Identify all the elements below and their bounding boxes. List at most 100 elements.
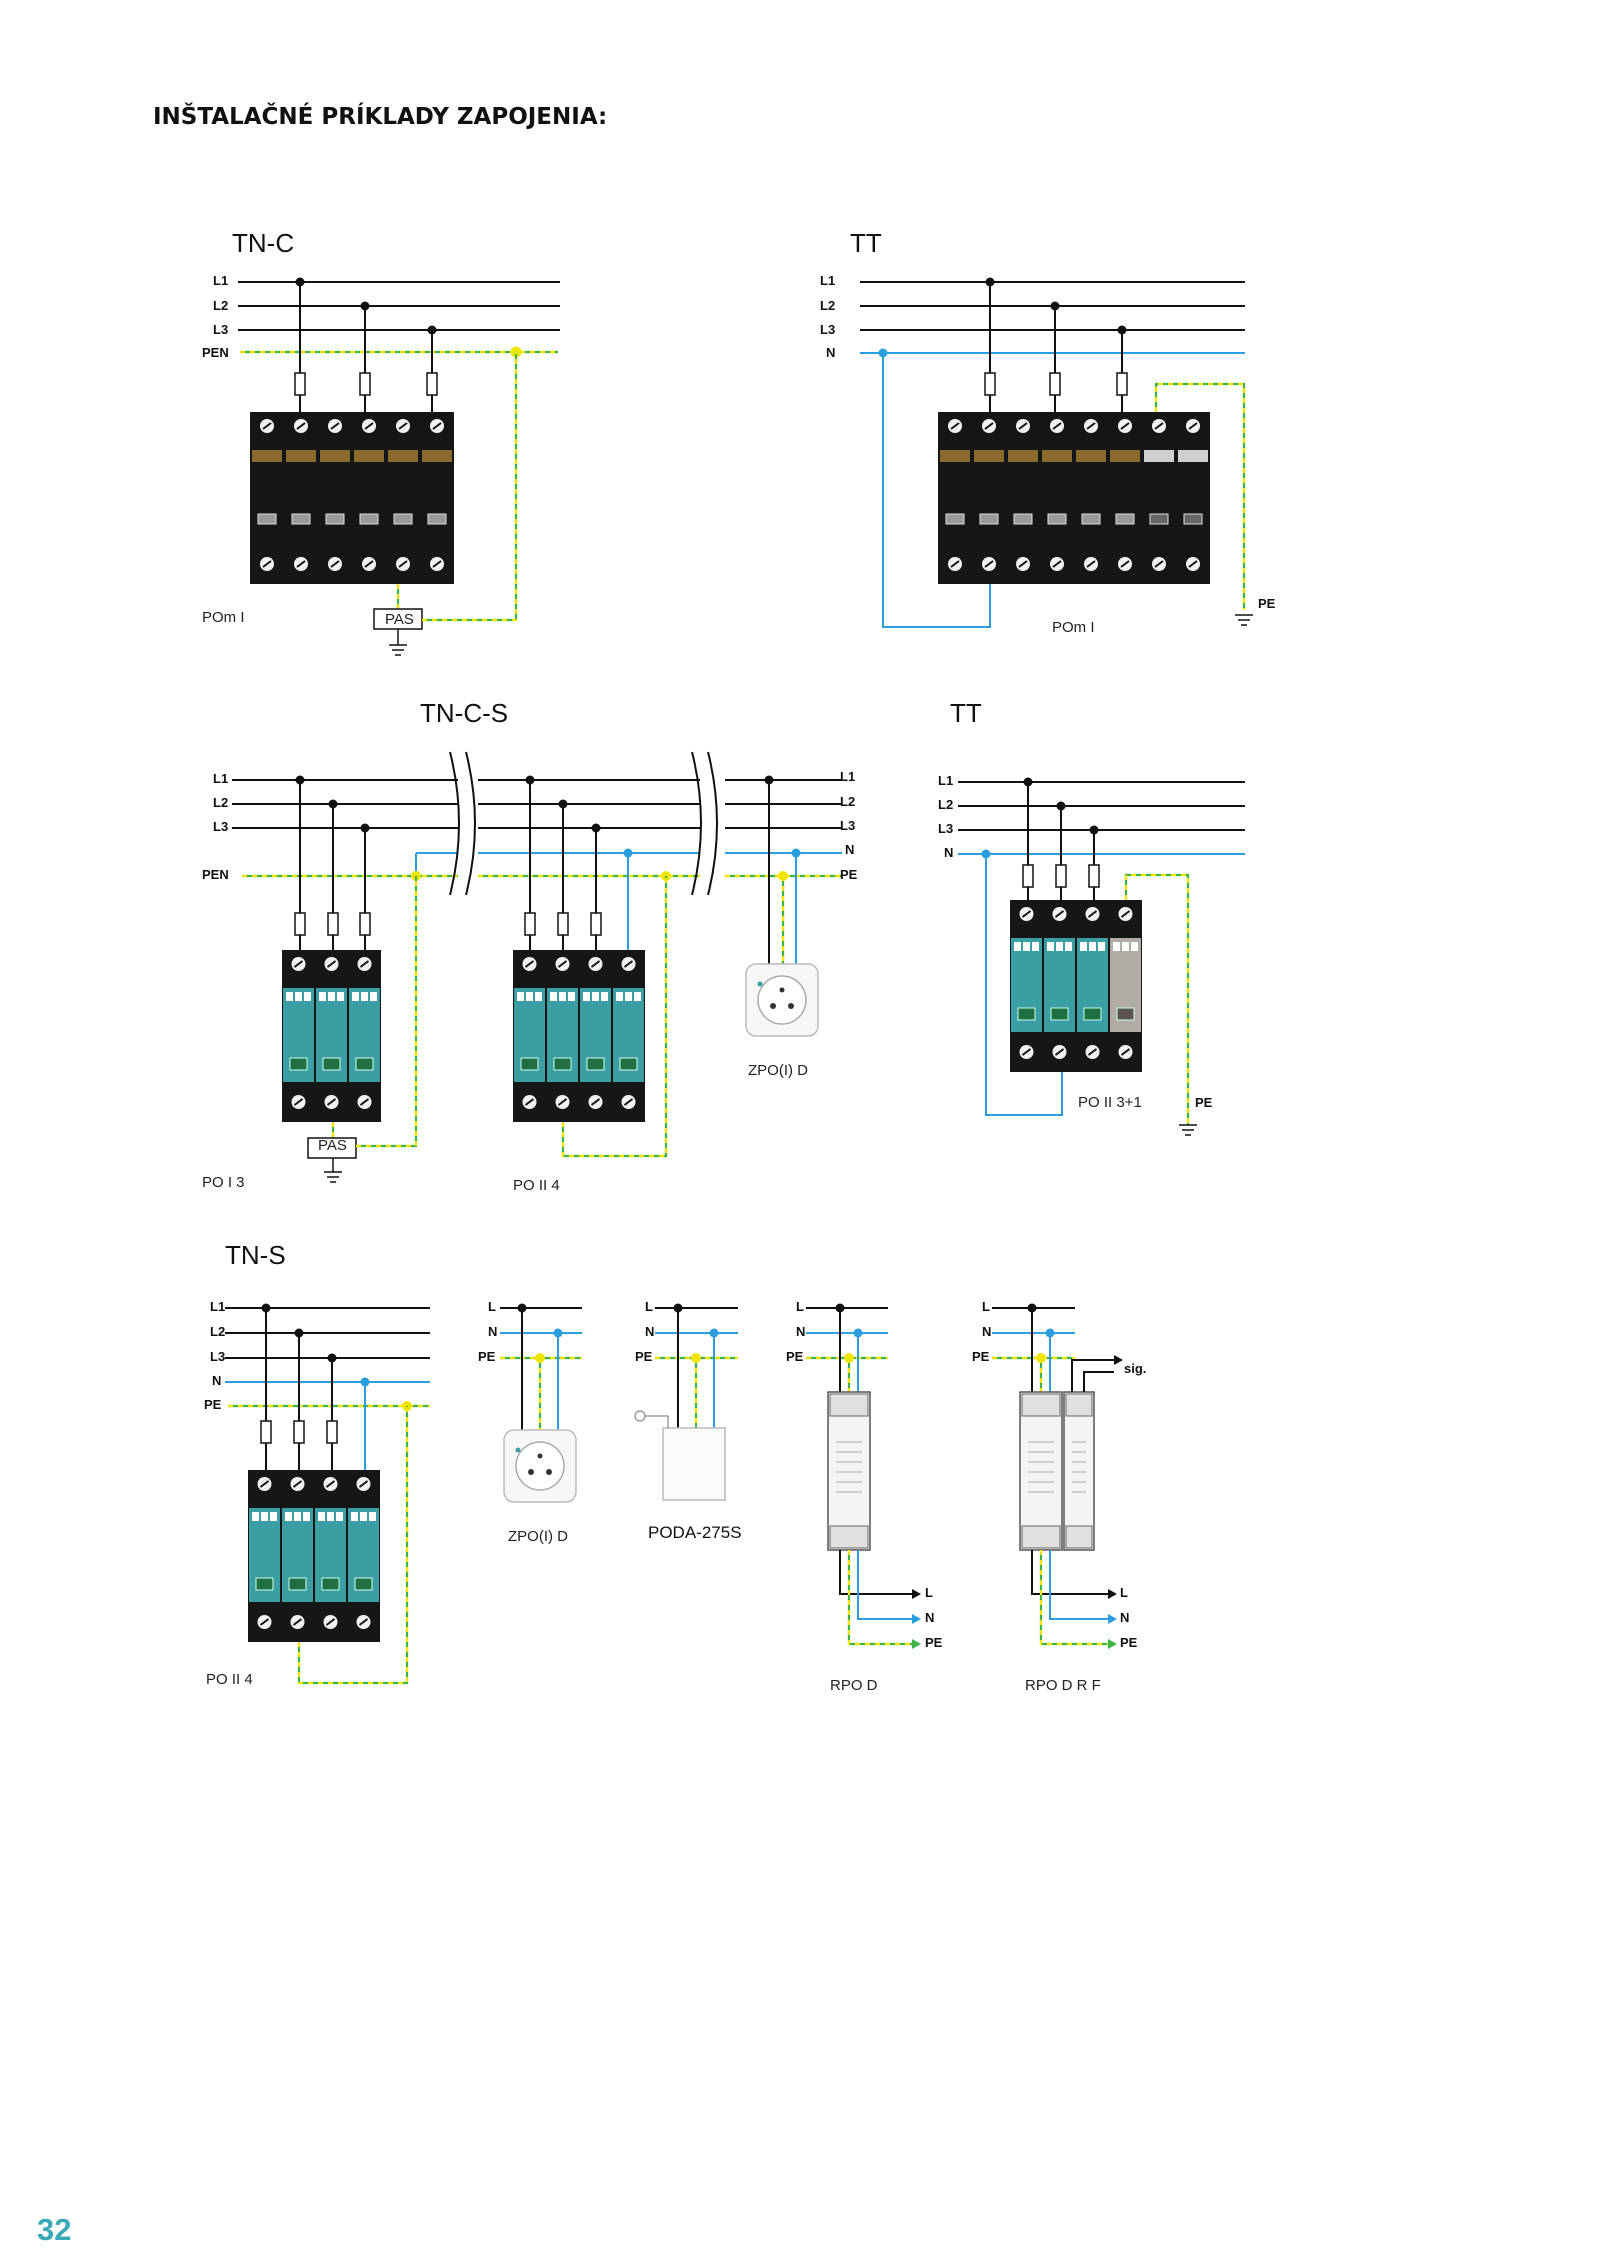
system-label: TT — [850, 228, 882, 258]
line-label-l2: L2 — [213, 795, 228, 810]
po-block-module-2-slot-0 — [1080, 942, 1087, 951]
sig-line-1 — [1071, 1359, 1114, 1392]
po-ii4-block-screw-bot-2-slot — [590, 1098, 601, 1106]
zpo-socket-hole-l — [770, 1003, 776, 1009]
pom-block-screw-bot-3-slot — [364, 560, 374, 568]
po-block-module-3-window — [354, 1577, 373, 1591]
po-i3-block-module-0-slot-1 — [295, 992, 302, 1001]
po-ii4-block-screw-top-2-slot — [590, 960, 601, 968]
pas-label: PAS — [385, 611, 414, 628]
sig-label: sig. — [1124, 1361, 1146, 1376]
po-block-module-2-slot-2 — [336, 1512, 343, 1521]
pom-block-band-0 — [252, 450, 282, 462]
out-n-arrow — [1108, 1614, 1117, 1624]
pom-block-window-5 — [1115, 513, 1135, 525]
line-label-l1: L1 — [213, 771, 228, 786]
pom-block-band-7 — [1178, 450, 1208, 462]
po-i3-block-module-0-slot-2 — [304, 992, 311, 1001]
po-block-module-0-window — [255, 1577, 274, 1591]
out-l-arrow — [912, 1589, 921, 1599]
pom-block-screw-bot-5-slot — [1120, 560, 1130, 568]
po-i3-block-screw-top-1-slot — [326, 960, 337, 968]
pom-block-band-5 — [1110, 450, 1140, 462]
po-block-module-2-slot-0 — [318, 1512, 325, 1521]
po-ii4-block-screw-bot-1-slot — [557, 1098, 568, 1106]
zpo-socket-face — [757, 975, 807, 1025]
po-i3-pas-loop-yellow — [356, 876, 418, 1148]
zpo-socket-hole-r — [788, 1003, 794, 1009]
pom-block-screw-bot-4-slot — [398, 560, 408, 568]
socket-pin — [537, 1453, 543, 1459]
pom-block-band-5 — [422, 450, 452, 462]
po-ii4-block-screw-top-3-slot — [623, 960, 634, 968]
indicator-lamp — [634, 1410, 646, 1422]
po-ii4-block-module-1-slot-2 — [568, 992, 575, 1001]
pom-block-screw-bot-0-slot — [950, 560, 960, 568]
po-block-screw-bot-2-slot — [325, 1618, 336, 1626]
pom-block-screw-top-5-slot — [432, 422, 442, 430]
fuse-0 — [1022, 864, 1034, 888]
po-block-screw-bot-3-slot — [1120, 1048, 1131, 1056]
pom-block-screw-bot-5-slot — [432, 560, 442, 568]
line-label-l3: L3 — [210, 1349, 225, 1364]
po-block-screw-top-1-slot — [1054, 910, 1065, 918]
line-label-pen: PEN — [202, 345, 229, 360]
fuse-0 — [294, 372, 306, 396]
pom-block-screw-bot-2-slot — [1018, 560, 1028, 568]
line-label-n-right: N — [845, 842, 854, 857]
po-block-module-1-slot-1 — [1056, 942, 1063, 951]
po-block-screw-top-0-slot — [259, 1480, 270, 1488]
po-block-module-0-slot-0 — [1014, 942, 1021, 951]
rf-module-body — [1063, 1391, 1095, 1551]
po-block-module-0-slot-2 — [270, 1512, 277, 1521]
line-label-n: N — [488, 1324, 497, 1339]
device-label: PO II 4 — [206, 1671, 253, 1688]
po-i3-block-module-2-slot-1 — [361, 992, 368, 1001]
zpo-socket-pin — [779, 987, 785, 993]
po-ii4-block-module-0-slot-1 — [526, 992, 533, 1001]
line-label-pe: PE — [786, 1349, 804, 1364]
pom-block-band-4 — [1076, 450, 1106, 462]
pom-block-screw-bot-4-slot — [1086, 560, 1096, 568]
system-label: TN-S — [225, 1240, 286, 1270]
out-n-arrow — [912, 1614, 921, 1624]
po-block-module-0-slot-1 — [261, 1512, 268, 1521]
out-l — [839, 1550, 912, 1595]
out-label-l: L — [925, 1585, 933, 1600]
out-pe-arrow — [912, 1639, 921, 1649]
line-label-l3: L3 — [820, 322, 835, 337]
po-i3-block-screw-bot-2-slot — [359, 1098, 370, 1106]
po-ii4-fuse-0 — [524, 912, 536, 936]
line-label-l2: L2 — [820, 298, 835, 313]
pom-block-body — [938, 412, 1210, 584]
po-ii4-block-screw-bot-0-slot — [524, 1098, 535, 1106]
n-loop — [985, 854, 1063, 1116]
sig-arrow-1 — [1114, 1355, 1123, 1365]
po-block-module-3-slot-2 — [369, 1512, 376, 1521]
po-block-module-1-window — [288, 1577, 307, 1591]
po-block-screw-top-1-slot — [292, 1480, 303, 1488]
device-label-3: ZPO(I) D — [748, 1062, 808, 1079]
po-block-screw-bot-1-slot — [292, 1618, 303, 1626]
pom-block-screw-top-2-slot — [1018, 422, 1028, 430]
rpo-module-bot-terminal — [1021, 1525, 1061, 1549]
line-label-l3: L3 — [213, 322, 228, 337]
fuse-2 — [1116, 372, 1128, 396]
line-label-pe-right: PE — [840, 867, 858, 882]
po-ii4-block-screw-top-1-slot — [557, 960, 568, 968]
po-i3-block-screw-bot-1-slot — [326, 1098, 337, 1106]
po-block-screw-bot-3-slot — [358, 1618, 369, 1626]
line-label-l: L — [645, 1299, 653, 1314]
po-i3-block-screw-top-0-slot — [293, 960, 304, 968]
po-i3-block-module-1-window — [322, 1057, 341, 1071]
out-pe-yellow — [847, 1550, 912, 1646]
out-label-pe: PE — [925, 1635, 943, 1650]
break-2-a — [691, 751, 702, 896]
po-block-module-3-slot-0 — [351, 1512, 358, 1521]
pom-block-band-2 — [320, 450, 350, 462]
pom-block-window-2 — [1013, 513, 1033, 525]
